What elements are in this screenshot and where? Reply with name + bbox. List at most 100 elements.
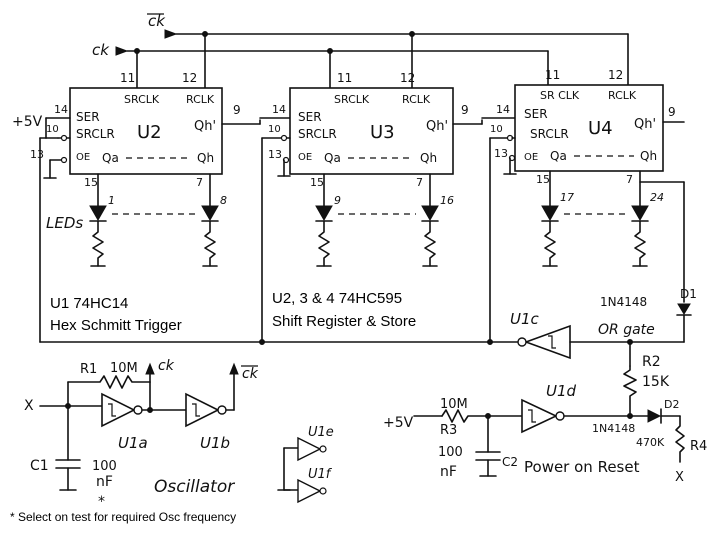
u1f-gate xyxy=(297,478,322,504)
led-pin-label: 15 xyxy=(310,176,324,189)
pin-label: 11 xyxy=(120,71,135,85)
d2-diode xyxy=(647,409,662,423)
footnote: * Select on test for required Osc freque… xyxy=(10,510,236,524)
pin-label: 10 xyxy=(268,124,281,135)
chip-u3: 11 12 SRCLK RCLK SER SRCLR OE Qa Qh Qh' … xyxy=(261,71,516,177)
led-resistor xyxy=(92,220,104,267)
r3-value: 10M xyxy=(440,397,468,412)
ck-bar-label: ck xyxy=(148,12,166,30)
d1-diode xyxy=(677,303,691,315)
led-number: 17 xyxy=(560,191,574,204)
chip-u2-srclr: SRCLR xyxy=(76,127,115,141)
c1-asterisk: * xyxy=(98,494,105,510)
chip-u3-ser: SER xyxy=(298,110,322,124)
vplus-label: +5V xyxy=(12,114,43,130)
ck-bar-arrow xyxy=(164,29,178,39)
clock-bus: ck ck xyxy=(92,12,629,89)
pin-label: 13 xyxy=(268,148,282,161)
led-pin-label: 7 xyxy=(196,176,203,189)
led-resistor xyxy=(318,220,330,267)
u1a-label: U1a xyxy=(118,434,148,452)
chip-u4-name: U4 xyxy=(588,118,613,139)
u1e-label: U1e xyxy=(308,425,334,440)
u1d-label: U1d xyxy=(546,382,577,400)
chip-u4-qh: Qh xyxy=(640,149,657,163)
led-pin-label: 15 xyxy=(84,176,98,189)
u234-caption-1: U2, 3 & 4 74HC595 xyxy=(272,290,402,307)
r3-label: R3 xyxy=(440,423,457,438)
c1-value-1: 100 xyxy=(92,459,117,474)
reset-x: X xyxy=(675,470,684,485)
u1c-gate xyxy=(523,324,571,360)
chip-u3-oe: OE xyxy=(298,152,312,163)
chip-u3-srclk: SRCLK xyxy=(334,93,370,106)
chip-u2-srclk: SRCLK xyxy=(124,93,160,106)
r1-resistor xyxy=(67,375,151,389)
chip-u2-qh-out: Qh' xyxy=(194,119,216,134)
or-gate: D1 1N4148 OR gate U1c xyxy=(510,181,697,360)
led-resistor xyxy=(424,220,436,267)
chip-u3-qh: Qh xyxy=(420,151,437,165)
c1-value-2: nF xyxy=(96,474,113,490)
ckbar-out-arrow xyxy=(229,362,239,375)
ck-out-arrow xyxy=(145,362,155,375)
chip-u4-oe: OE xyxy=(524,152,538,163)
osc-x: X xyxy=(24,398,34,414)
led-resistor xyxy=(204,220,216,267)
or-gate-label: OR gate xyxy=(598,322,655,338)
pin-label: 12 xyxy=(400,71,415,85)
chip-u3-srclr: SRCLR xyxy=(298,127,337,141)
led-pin-label: 15 xyxy=(536,173,550,186)
c2-label: C2 xyxy=(502,455,518,469)
pin-label: 10 xyxy=(46,124,59,135)
c2-value-2: nF xyxy=(440,464,457,480)
r1-value: 10M xyxy=(110,361,138,376)
u1-caption-2: Hex Schmitt Trigger xyxy=(50,317,182,334)
pin-label: 14 xyxy=(54,103,68,116)
r2-resistor xyxy=(623,365,637,419)
led-diode xyxy=(631,205,649,222)
led-number: 8 xyxy=(220,194,227,207)
pin-label: 13 xyxy=(494,147,508,160)
chip-u3-name: U3 xyxy=(370,122,395,143)
leds-label: LEDs xyxy=(46,214,83,232)
chip-u4-ser: SER xyxy=(524,107,548,121)
chip-u2-rclk: RCLK xyxy=(186,93,215,106)
power-on-reset-label: Power on Reset xyxy=(524,458,640,476)
chip-u4-srclr: SRCLR xyxy=(530,127,569,141)
led-diode xyxy=(315,205,333,222)
led-diode xyxy=(421,205,439,222)
led-number: 9 xyxy=(334,194,341,207)
pin-label: 12 xyxy=(608,68,623,82)
pin-label: 11 xyxy=(337,71,352,85)
chip-u2-body xyxy=(69,87,223,175)
led-diode xyxy=(541,205,559,222)
reset-vplus-label: +5V xyxy=(383,415,414,431)
u1b-label: U1b xyxy=(200,434,230,452)
chip-u4-qh-out: Qh' xyxy=(634,117,656,132)
u1d-gate xyxy=(521,398,558,434)
led-number: 24 xyxy=(650,191,664,204)
ck-arrow xyxy=(115,46,129,56)
u1c-label: U1c xyxy=(510,310,540,328)
chip-u2-qh: Qh xyxy=(197,151,214,165)
chip-u4-body xyxy=(514,84,664,172)
u1f-label: U1f xyxy=(308,467,333,482)
led-number: 1 xyxy=(108,194,115,207)
r2-label: R2 xyxy=(642,354,661,370)
led-resistor xyxy=(544,220,556,267)
reset-bus xyxy=(39,137,521,345)
chip-u4-qa: Qa xyxy=(550,149,567,163)
pin-label: 14 xyxy=(272,103,286,116)
c2-value-1: 100 xyxy=(438,445,463,460)
spare-gates: U1e U1f xyxy=(277,425,334,504)
chip-u4-rclk: RCLK xyxy=(608,89,637,102)
oscillator-label: Oscillator xyxy=(154,477,235,497)
u1-caption-1: U1 74HC14 xyxy=(50,295,128,312)
chip-u3-body xyxy=(289,87,454,175)
pin-label: 13 xyxy=(30,148,44,161)
ck-label: ck xyxy=(92,41,110,59)
pin-label: 10 xyxy=(490,124,503,135)
